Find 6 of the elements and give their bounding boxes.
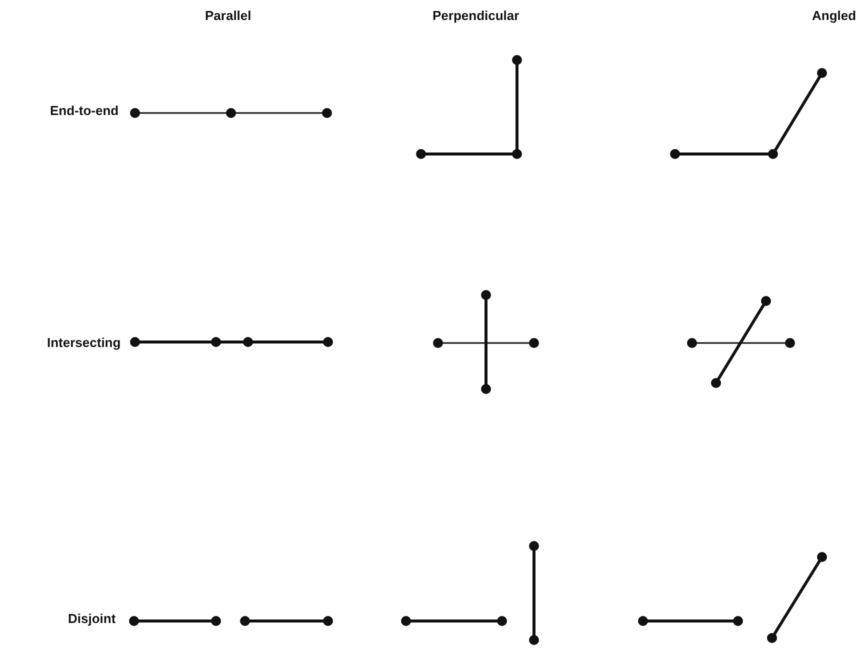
row-header: Disjoint	[68, 610, 116, 626]
row-header: Intersecting	[47, 334, 121, 350]
row-header: End-to-end	[50, 102, 119, 118]
column-header: Parallel	[205, 8, 252, 23]
column-header: Angled	[812, 8, 856, 23]
column-header: Perpendicular	[432, 8, 520, 23]
